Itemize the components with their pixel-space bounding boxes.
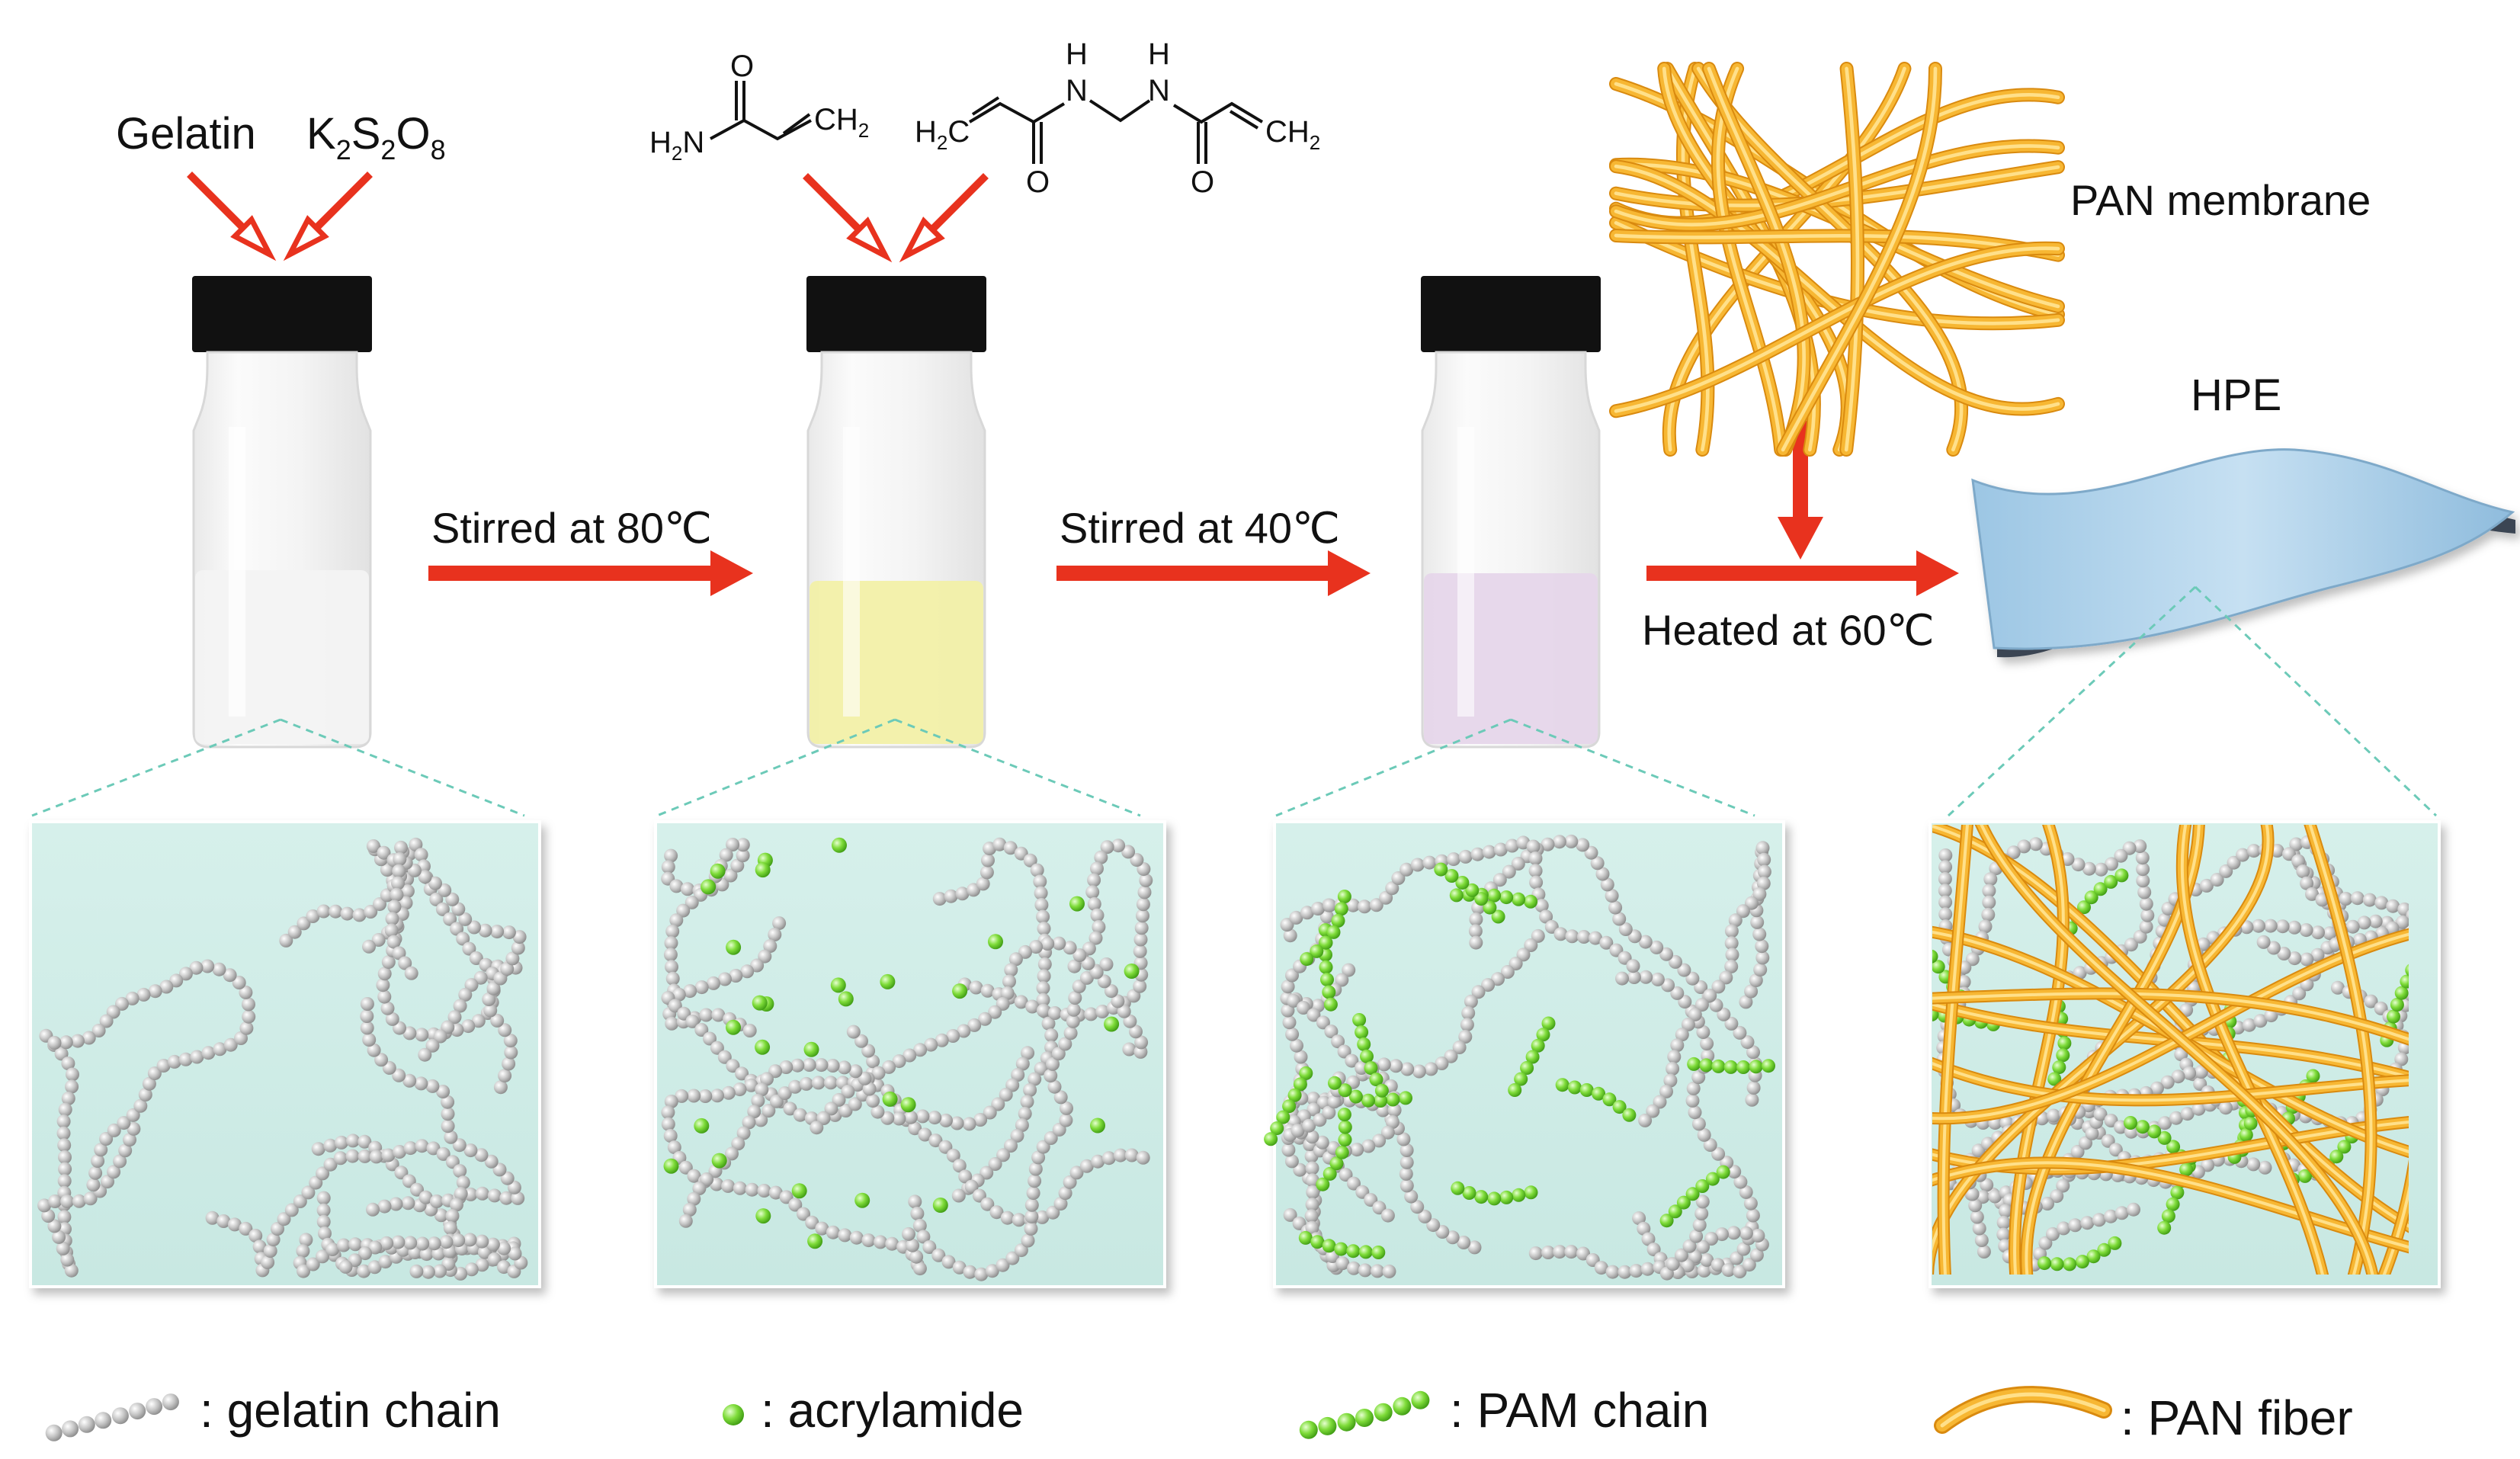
chem-ch2-2: CH2 — [1265, 115, 1320, 154]
bisacrylamide-structure: H2C O N H N H O CH2 — [915, 37, 1320, 199]
label-step-3: Heated at 60℃ — [1642, 606, 1935, 654]
step-arrow-3 — [1646, 550, 1959, 596]
chem-o-3: O — [1191, 165, 1214, 199]
hollow-arrow-persulfate — [283, 172, 373, 261]
label-step-1: Stirred at 80℃ — [431, 504, 712, 552]
legend-pam-chain-label: : PAM chain — [1450, 1383, 1709, 1438]
vial-solution — [1424, 573, 1598, 744]
chem-h2c: H2C — [915, 115, 970, 154]
label-hpe: HPE — [2191, 370, 2281, 420]
legend: : gelatin chain : acrylamide : PAM chain… — [45, 1383, 2353, 1445]
label-pan-membrane: PAN membrane — [2070, 176, 2371, 224]
label-persulfate: K2S2O8 — [306, 109, 446, 165]
chem-h-2: H — [1148, 37, 1170, 71]
label-gelatin: Gelatin — [116, 109, 256, 159]
legend-gelatin-chain-label: : gelatin chain — [200, 1383, 501, 1438]
vial-pam-solution — [1421, 276, 1601, 749]
legend-acrylamide-label: : acrylamide — [761, 1383, 1024, 1438]
legend-pan-fiber-label: : PAN fiber — [2121, 1390, 2353, 1445]
chem-o-1: O — [730, 50, 754, 83]
chem-n-1: N — [1066, 74, 1088, 107]
panel-gelatin-pam — [1264, 820, 1785, 1288]
label-step-2: Stirred at 40℃ — [1060, 504, 1340, 552]
chem-n-2: N — [1148, 74, 1170, 107]
step-arrow-2 — [1056, 550, 1371, 596]
chem-ch2-1: CH2 — [814, 103, 869, 142]
membrane-arrow — [1778, 421, 1823, 560]
vial-solution — [195, 570, 369, 744]
chem-o-2: O — [1026, 165, 1050, 199]
chem-h-1: H — [1066, 37, 1088, 71]
hpe-sheet — [1971, 448, 2515, 658]
step-arrow-1 — [428, 550, 753, 596]
hollow-arrow-bisacrylamide — [899, 173, 989, 263]
chem-h2n: H2N — [649, 126, 704, 165]
vial-cap — [806, 276, 986, 352]
legend-pam-chain-icon — [1299, 1390, 1430, 1439]
vial-cap — [192, 276, 372, 352]
acrylamide-structure: H2N O CH2 — [649, 50, 869, 165]
panel-gelatin-network — [29, 820, 541, 1288]
panel-hpe-network — [1928, 820, 2441, 1288]
hollow-arrow-gelatin — [187, 172, 277, 261]
vial-acrylamide-solution — [806, 276, 986, 749]
legend-pan-fiber-icon — [1934, 1386, 2112, 1434]
zoom-guides — [31, 585, 2438, 817]
hollow-arrow-acrylamide — [803, 173, 893, 263]
vial-gelatin-solution — [192, 276, 372, 749]
vial-cap — [1421, 276, 1601, 352]
panel-gelatin-acrylamide — [654, 820, 1166, 1288]
legend-gelatin-chain-icon — [45, 1393, 179, 1441]
legend-acrylamide-icon — [723, 1404, 744, 1425]
pan-membrane-illustration — [1609, 62, 2065, 457]
